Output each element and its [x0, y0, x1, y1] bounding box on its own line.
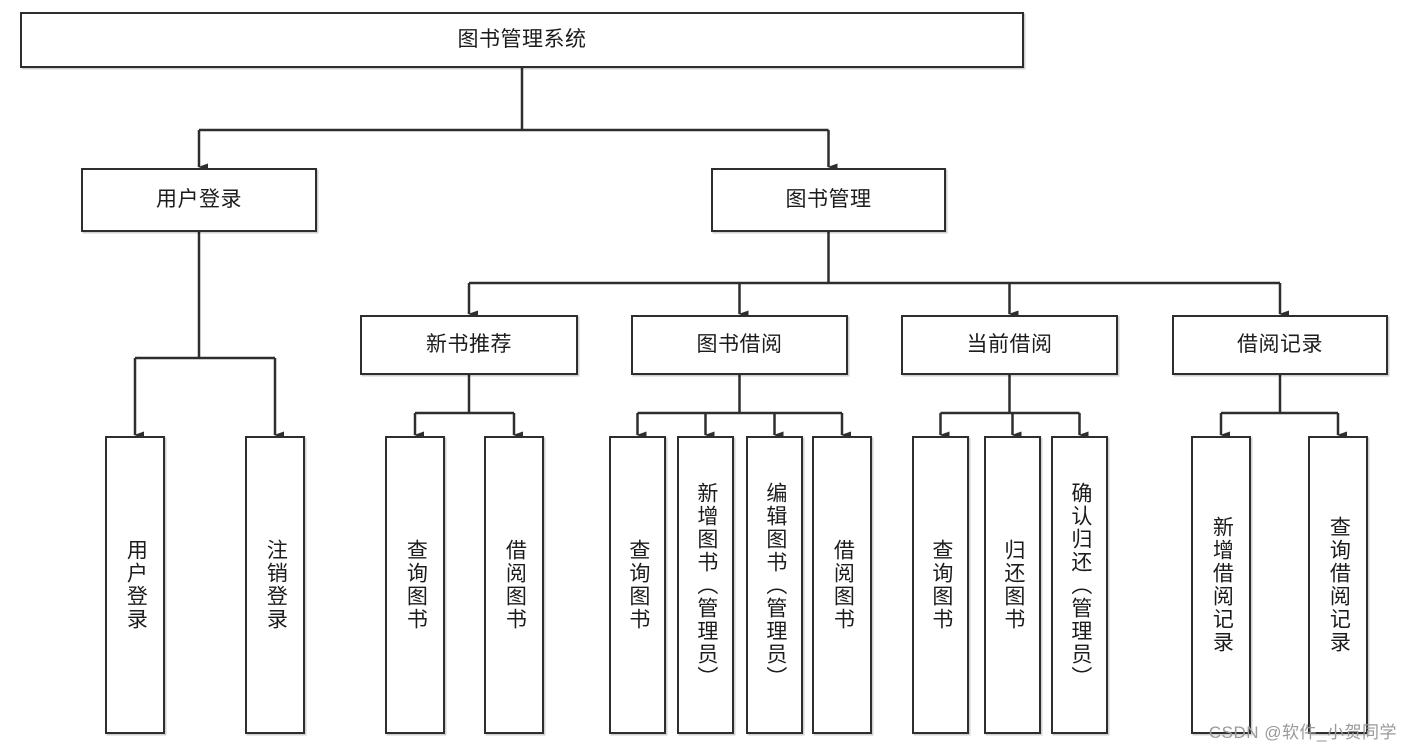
node-label: 图书借阅	[696, 332, 783, 356]
node-userlogin[interactable]: 用户登录	[105, 436, 165, 734]
node-label: 当前借阅	[966, 332, 1053, 356]
node-newbook[interactable]: 新书推荐	[360, 315, 578, 375]
node-label: 图书管理系统	[457, 27, 587, 51]
node-label: 借阅图书	[503, 539, 527, 631]
node-querybook3[interactable]: 查询图书	[912, 436, 969, 734]
node-confirm[interactable]: 确认归还（管理员）	[1051, 436, 1108, 734]
node-logout[interactable]: 注销登录	[245, 436, 305, 734]
node-label: 借阅图书	[831, 539, 855, 631]
node-login[interactable]: 用户登录	[81, 168, 317, 232]
node-label: 查询借阅记录	[1327, 516, 1351, 654]
node-label: 查询图书	[929, 539, 953, 631]
node-queryrecord[interactable]: 查询借阅记录	[1308, 436, 1368, 734]
node-label: 图书管理	[785, 187, 872, 211]
node-label: 用户登录	[124, 539, 148, 631]
node-label: 查询图书	[404, 539, 428, 631]
node-label: 查询图书	[626, 539, 650, 631]
node-label: 新增图书（管理员）	[694, 481, 718, 689]
node-borrowbook2[interactable]: 借阅图书	[812, 436, 872, 734]
node-bookmgmt[interactable]: 图书管理	[711, 168, 946, 232]
watermark: CSDN @软件_小贺同学	[1208, 723, 1397, 742]
node-returnbook[interactable]: 归还图书	[984, 436, 1041, 734]
node-records[interactable]: 借阅记录	[1172, 315, 1388, 375]
node-label: 借阅记录	[1237, 332, 1323, 356]
node-borrowbook1[interactable]: 借阅图书	[484, 436, 544, 734]
node-editbook[interactable]: 编辑图书（管理员）	[746, 436, 803, 734]
node-borrow[interactable]: 图书借阅	[631, 315, 848, 375]
node-label: 归还图书	[1001, 539, 1025, 631]
node-querybook2[interactable]: 查询图书	[609, 436, 666, 734]
node-current[interactable]: 当前借阅	[901, 315, 1118, 375]
node-root[interactable]: 图书管理系统	[20, 12, 1024, 68]
node-addrecord[interactable]: 新增借阅记录	[1191, 436, 1251, 734]
node-querybook1[interactable]: 查询图书	[385, 436, 445, 734]
node-label: 新增借阅记录	[1210, 516, 1234, 654]
node-label: 用户登录	[156, 187, 242, 211]
node-addbook[interactable]: 新增图书（管理员）	[677, 436, 734, 734]
node-label: 新书推荐	[426, 332, 512, 356]
node-label: 注销登录	[264, 539, 288, 631]
node-label: 确认归还（管理员）	[1068, 481, 1092, 689]
node-label: 编辑图书（管理员）	[763, 481, 787, 689]
